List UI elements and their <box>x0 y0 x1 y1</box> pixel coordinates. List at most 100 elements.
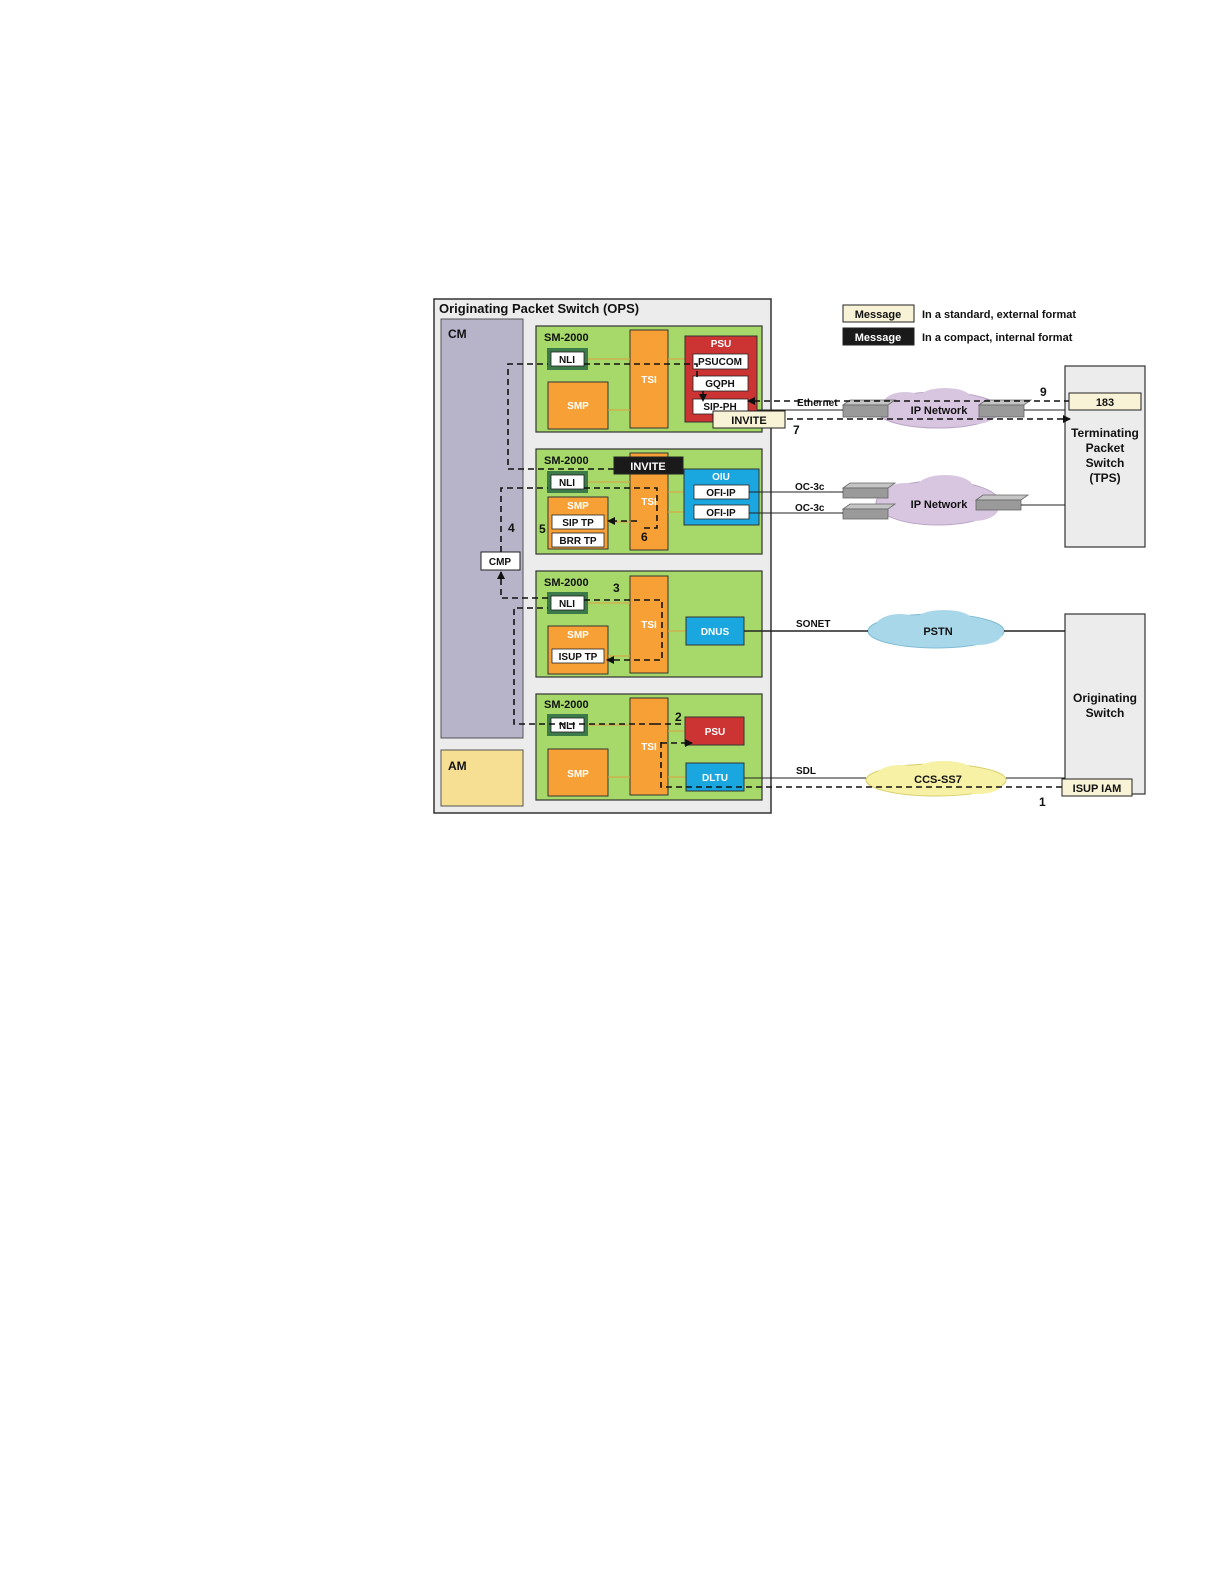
invite-external-box <box>712 410 786 429</box>
step-number-7: 7 <box>793 423 800 437</box>
oc3c-label-2: OC-3c <box>795 503 825 514</box>
router-icon <box>842 508 889 520</box>
legend-standard-swatch <box>842 304 915 323</box>
cm-block <box>440 318 524 739</box>
tsi-label: TSI <box>641 742 657 753</box>
oc3c-label-1: OC-3c <box>795 482 825 493</box>
isup-iam-label: ISUP IAM <box>1073 783 1122 795</box>
tps-label-4: (TPS) <box>1089 471 1120 485</box>
dltu-label: DLTU <box>702 773 728 784</box>
router-icon <box>842 487 889 499</box>
path-step-3 <box>584 599 663 664</box>
router-icon <box>975 499 1022 511</box>
router-icon <box>978 404 1025 418</box>
gqph-box <box>692 375 749 392</box>
ofi-ip-box-2 <box>693 504 750 520</box>
sm-title: SM-2000 <box>544 577 589 589</box>
path-invite-internal <box>507 363 614 470</box>
ofi-ip-label-2: OFI-IP <box>706 508 736 519</box>
isup-iam-box <box>1061 778 1133 797</box>
physical-links <box>744 409 1065 779</box>
isup-tp-label: ISUP TP <box>559 652 598 663</box>
sm-title: SM-2000 <box>544 455 589 467</box>
legend-compact-box-text: Message <box>855 332 901 344</box>
originating-switch-label-2: Switch <box>1086 706 1125 720</box>
invite-internal-label: INVITE <box>630 461 665 473</box>
step-number-6: 6 <box>641 530 648 544</box>
tsi-box <box>629 329 669 429</box>
path-step-5 <box>584 487 658 529</box>
originating-switch-label-1: Originating <box>1073 691 1137 705</box>
tps-label-3: Switch <box>1086 456 1125 470</box>
legend: Message In a standard, external format M… <box>842 304 1076 346</box>
psu-label-4: PSU <box>705 727 726 738</box>
nli-label: NLI <box>559 478 575 489</box>
oiu-title: OIU <box>712 472 730 483</box>
sm-module-4: SM-2000 NLI SMP TSI PSU DLTU <box>535 693 763 801</box>
psu-box-4 <box>684 716 745 746</box>
response-183-label: 183 <box>1096 397 1114 409</box>
step-number-3: 3 <box>613 581 620 595</box>
message-paths <box>497 363 1071 788</box>
ofi-ip-label-1: OFI-IP <box>706 488 736 499</box>
brr-tp-label: BRR TP <box>559 536 597 547</box>
psucom-box <box>692 353 749 370</box>
step-numbers: 1 2 3 4 5 6 7 9 <box>508 385 1047 809</box>
nli-label: NLI <box>559 355 575 366</box>
pstn-label: PSTN <box>923 626 952 638</box>
tsi-label: TSI <box>641 620 657 631</box>
pstn-cloud: PSTN <box>867 610 1005 649</box>
psucom-label: PSUCOM <box>698 357 742 368</box>
step-number-2: 2 <box>675 710 682 724</box>
path-step-4 <box>500 487 548 552</box>
sdl-label: SDL <box>796 766 816 777</box>
am-label: AM <box>448 759 467 773</box>
legend-compact-swatch <box>842 327 915 346</box>
tps-label-1: Terminating <box>1071 426 1139 440</box>
sip-tp-box <box>551 514 605 530</box>
sip-ph-label: SIP-PH <box>703 402 736 413</box>
nli-label: NLI <box>559 721 575 732</box>
ccs-ss7-cloud: CCS-SS7 <box>865 761 1007 797</box>
cm-label: CM <box>448 327 467 341</box>
smp-box <box>547 748 609 797</box>
gqph-label: GQPH <box>705 379 734 390</box>
sip-tp-label: SIP TP <box>562 518 594 529</box>
path-to-cmp <box>497 571 548 599</box>
step-number-4: 4 <box>508 521 515 535</box>
sm-module-3: SM-2000 NLI SMP ISUP TP TSI DNUS <box>535 570 763 678</box>
legend-standard-desc: In a standard, external format <box>922 309 1076 321</box>
smp-label: SMP <box>567 630 589 641</box>
sm-module-2: SM-2000 NLI SMP SIP TP BRR TP TSI OIU OF… <box>535 448 763 555</box>
ip-network-label-1: IP Network <box>911 405 969 417</box>
path-up-to-module-3 <box>513 607 655 725</box>
tps-label-2: Packet <box>1086 441 1125 455</box>
sm-title: SM-2000 <box>544 332 589 344</box>
step-number-9: 9 <box>1040 385 1047 399</box>
sm-module-1: SM-2000 NLI SMP TSI PSU PSUCOM GQPH SIP-… <box>535 325 763 433</box>
invite-external-label: INVITE <box>731 415 766 427</box>
smp-label: SMP <box>567 401 589 412</box>
invite-internal-box <box>613 456 684 475</box>
ccs-ss7-label: CCS-SS7 <box>914 774 962 786</box>
step-number-1: 1 <box>1039 795 1046 809</box>
brr-tp-box <box>551 532 605 548</box>
sonet-label: SONET <box>796 619 830 630</box>
ethernet-label: Ethernet <box>797 398 838 409</box>
tsi-label: TSI <box>641 375 657 386</box>
cmp-label: CMP <box>489 557 512 568</box>
am-block <box>440 749 524 807</box>
path-to-psucom <box>584 363 698 378</box>
smp-label: SMP <box>567 501 589 512</box>
legend-standard-box-text: Message <box>855 309 901 321</box>
nli-label: NLI <box>559 599 575 610</box>
smp-label: SMP <box>567 769 589 780</box>
dltu-box <box>685 762 745 792</box>
legend-compact-desc: In a compact, internal format <box>922 332 1073 344</box>
sm-title: SM-2000 <box>544 699 589 711</box>
smp-box <box>547 381 609 430</box>
step-number-5: 5 <box>539 522 546 536</box>
psu-title: PSU <box>711 339 732 350</box>
isup-tp-box <box>551 648 605 664</box>
